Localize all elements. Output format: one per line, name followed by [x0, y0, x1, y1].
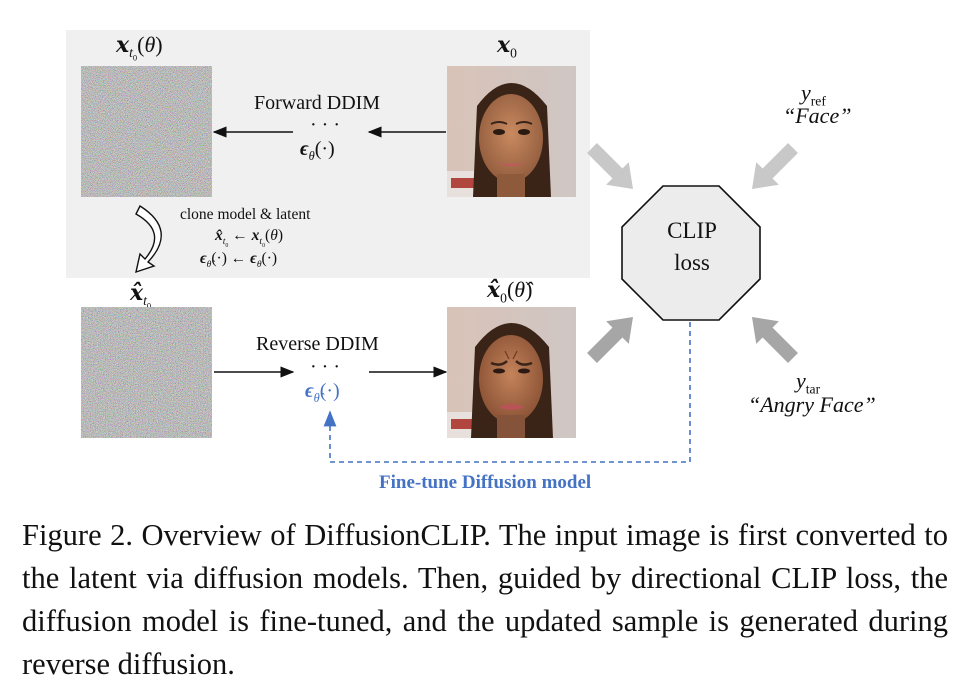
cloned-latent-label: x̂t0 — [130, 280, 152, 312]
forward-dots: · · · — [310, 114, 340, 136]
arrow-yref-to-clip — [751, 143, 798, 190]
latent-label: xt0(θ) — [116, 32, 163, 64]
clip-line-2: loss — [674, 250, 710, 275]
arrow-x0hat-to-clip — [587, 316, 634, 363]
face-prompt-text: “Face” — [783, 103, 852, 128]
forward-ddim-label: Forward DDIM — [254, 92, 381, 114]
clone-equation-model: ϵθ̂(·) ← ϵθ(·) — [200, 250, 278, 271]
output-face-image — [447, 307, 576, 438]
epsilon-theta-hat-label: ϵθ̂(·) — [305, 380, 340, 405]
arrow-ytar-to-clip — [751, 316, 798, 363]
input-face-image — [447, 66, 576, 197]
clone-equation-latent: x̂t0 ← xt0(θ) — [215, 227, 283, 250]
clip-line-1: CLIP — [667, 218, 717, 243]
noise-image-cloned-latent — [81, 307, 212, 438]
epsilon-theta-label: ϵθ(·) — [300, 138, 335, 163]
figure-caption: Figure 2. Overview of DiffusionCLIP. The… — [22, 518, 948, 681]
output-image-label: x̂0(θ̂) — [487, 277, 533, 306]
y-ref-label: yref — [801, 80, 826, 109]
arrow-x0-to-clip — [587, 143, 634, 190]
reverse-ddim-label: Reverse DDIM — [256, 333, 379, 355]
finetune-label: Fine-tune Diffusion model — [379, 472, 592, 493]
y-tar-label: ytar — [796, 368, 821, 397]
clip-loss-text: CLIP loss — [622, 215, 762, 279]
clone-label: clone model & latent — [180, 206, 311, 223]
reverse-dots: · · · — [310, 356, 340, 378]
angry-face-prompt-text: “Angry Face” — [748, 392, 876, 417]
noise-image-latent — [81, 66, 212, 197]
input-image-label: x0 — [497, 32, 517, 61]
